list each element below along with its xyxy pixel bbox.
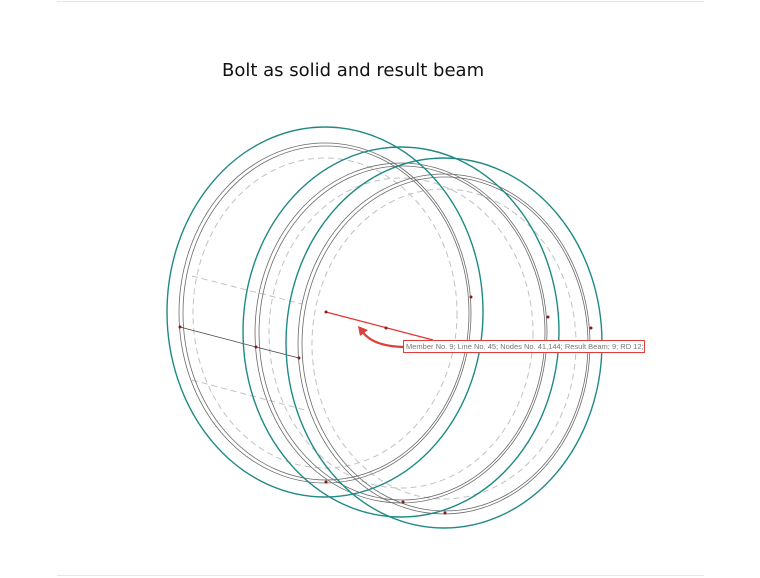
callout-arrow-icon bbox=[358, 326, 404, 349]
solid-circle bbox=[242, 146, 560, 518]
solid-circle bbox=[166, 126, 484, 498]
mesh-edges bbox=[178, 142, 591, 515]
top-divider bbox=[57, 1, 704, 2]
result-beam[interactable] bbox=[324, 310, 434, 341]
hidden-line bbox=[191, 379, 306, 411]
bottom-divider bbox=[57, 575, 704, 576]
slide-title: Bolt as solid and result beam bbox=[222, 60, 485, 81]
mesh-circle bbox=[254, 162, 548, 504]
hidden-line bbox=[191, 275, 303, 305]
hidden-circle bbox=[268, 177, 534, 489]
member-info-tooltip: Member No. 9; Line No. 45; Nodes No. 41,… bbox=[403, 340, 645, 353]
mesh-circle bbox=[182, 145, 470, 481]
nodes bbox=[178, 295, 593, 515]
solid-outlines bbox=[166, 126, 603, 529]
mesh-circle bbox=[258, 165, 546, 501]
hidden-circle bbox=[192, 157, 458, 469]
